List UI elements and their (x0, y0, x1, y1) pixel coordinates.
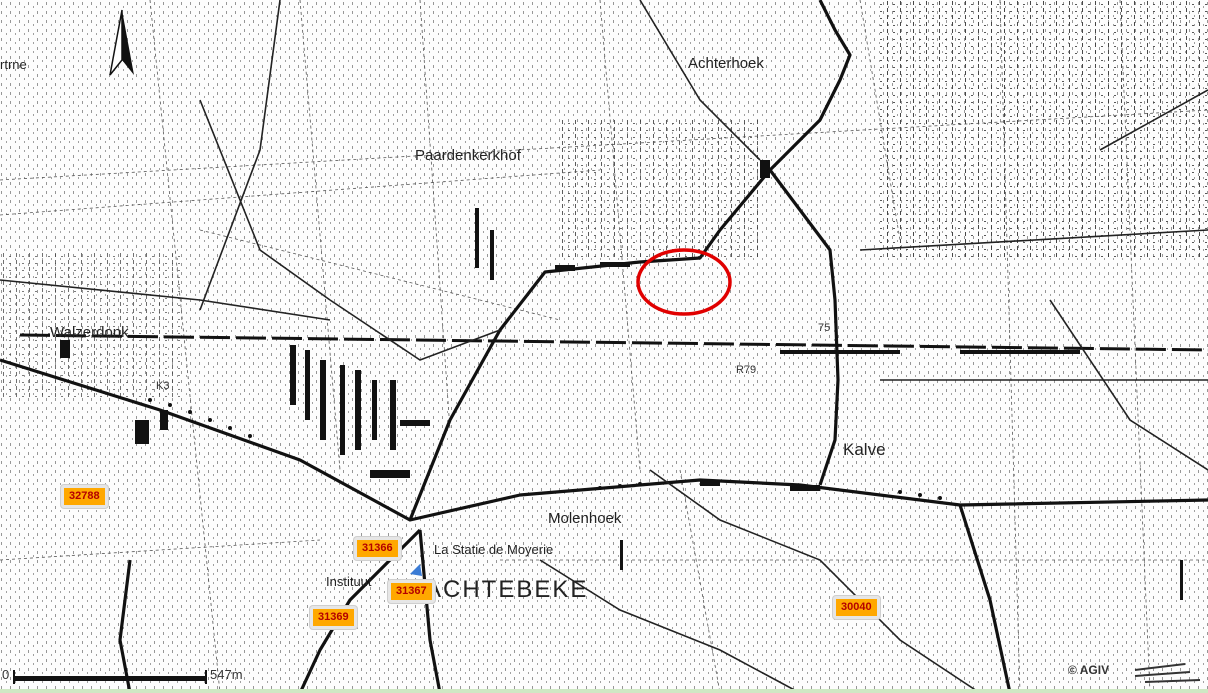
map-marker-32788[interactable]: 32788 (61, 485, 108, 508)
road-label-75: 75 (818, 322, 831, 334)
place-label-walzerdonk: Walzerdonk (50, 324, 129, 341)
north-arrow-icon (109, 9, 134, 76)
highlight-circle (636, 248, 732, 316)
place-label-molenhoek: Molenhoek (548, 510, 622, 527)
map-marker-31369[interactable]: 31369 (310, 606, 357, 629)
road-label-k3: K3 (156, 380, 170, 392)
road-label-r79: R79 (736, 364, 757, 376)
map-marker-31366[interactable]: 31366 (354, 537, 401, 560)
copyright-label: © AGIV (1068, 663, 1110, 677)
place-label-statie: La Statie de Moyerie (434, 542, 554, 557)
scale-bar (13, 670, 207, 684)
place-label-instituut: Instituut (326, 574, 372, 589)
place-label-achterhoek: Achterhoek (688, 55, 764, 72)
place-label-kalve: Kalve (843, 440, 886, 459)
place-label-paardenkerkhof: Paardenkerkhof (415, 147, 521, 164)
place-label-achtebeke: ACHTEBEKE (425, 576, 589, 603)
scale-label-distance: 547m (210, 667, 243, 682)
bottom-edge-strip (0, 689, 1208, 693)
map-marker-31367[interactable]: 31367 (388, 580, 435, 603)
scale-label-zero: 0 (2, 667, 10, 682)
map-marker-30040[interactable]: 30040 (833, 596, 880, 619)
agiv-logo-icon (1134, 663, 1201, 683)
place-label-top-left: rtrne (0, 57, 27, 72)
